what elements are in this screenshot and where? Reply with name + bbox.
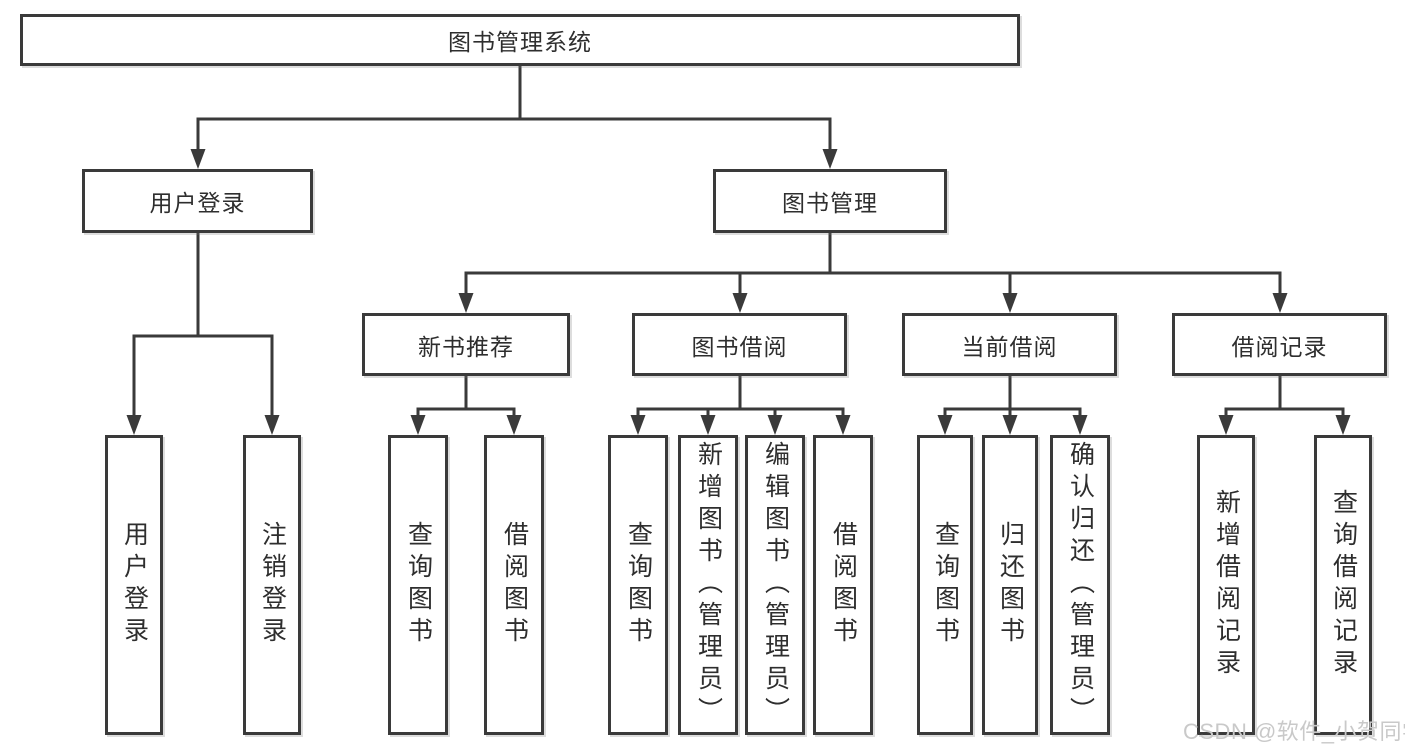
node-user-login: 用户登录 xyxy=(82,169,313,233)
node-book-management-label: 图书管理 xyxy=(782,190,878,216)
node-root-label: 图书管理系统 xyxy=(448,29,592,55)
leaf-logout-label: 注销登录 xyxy=(258,521,287,649)
leaf-query-book-current: 查询图书 xyxy=(917,435,973,735)
node-borrow-records: 借阅记录 xyxy=(1172,313,1387,376)
arrowhead-down-icon xyxy=(700,415,716,435)
leaf-confirm-return-admin: 确认归还（管理员） xyxy=(1050,435,1110,735)
node-user-login-label: 用户登录 xyxy=(149,190,246,216)
leaf-edit-book-admin: 编辑图书（管理员） xyxy=(745,435,805,735)
node-book-management: 图书管理 xyxy=(713,169,947,233)
leaf-user-login-label: 用户登录 xyxy=(120,521,149,649)
leaf-query-book-borrow-label: 查询图书 xyxy=(624,521,653,649)
leaf-logout: 注销登录 xyxy=(243,435,301,735)
leaf-add-book-admin-label: 新增图书（管理员） xyxy=(694,441,723,729)
arrowhead-down-icon xyxy=(1335,415,1351,435)
node-current-borrow: 当前借阅 xyxy=(902,313,1117,376)
node-book-borrow-label: 图书借阅 xyxy=(691,333,788,360)
arrowhead-down-icon xyxy=(732,293,748,313)
leaf-add-borrow-record: 新增借阅记录 xyxy=(1197,435,1255,735)
leaf-edit-book-admin-label: 编辑图书（管理员） xyxy=(761,441,790,729)
leaf-query-book-borrow: 查询图书 xyxy=(608,435,668,735)
leaf-query-book-recommend-label: 查询图书 xyxy=(404,521,433,649)
node-borrow-records-label: 借阅记录 xyxy=(1231,333,1328,360)
leaf-return-book-label: 归还图书 xyxy=(996,521,1025,649)
leaf-confirm-return-admin-label: 确认归还（管理员） xyxy=(1066,441,1095,729)
arrowhead-down-icon xyxy=(1218,415,1234,435)
leaf-borrow-book-recommend: 借阅图书 xyxy=(484,435,544,735)
arrowhead-down-icon xyxy=(458,293,474,313)
arrowhead-down-icon xyxy=(1272,293,1288,313)
arrowhead-down-icon xyxy=(835,415,851,435)
arrowhead-down-icon xyxy=(1002,415,1018,435)
arrowhead-down-icon xyxy=(937,415,953,435)
arrowhead-down-icon xyxy=(767,415,783,435)
arrowhead-down-icon xyxy=(822,149,838,169)
leaf-borrow-book-recommend-label: 借阅图书 xyxy=(500,521,529,649)
arrowhead-down-icon xyxy=(1072,415,1088,435)
leaf-query-book-recommend: 查询图书 xyxy=(388,435,448,735)
node-book-borrow: 图书借阅 xyxy=(632,313,847,376)
arrowhead-down-icon xyxy=(126,415,142,435)
leaf-query-book-current-label: 查询图书 xyxy=(931,521,960,649)
leaf-borrow-book-label: 借阅图书 xyxy=(829,521,858,649)
arrowhead-down-icon xyxy=(506,415,522,435)
node-root: 图书管理系统 xyxy=(20,14,1020,66)
leaf-query-borrow-record: 查询借阅记录 xyxy=(1314,435,1372,735)
node-new-book-recommend-label: 新书推荐 xyxy=(418,333,514,360)
arrowhead-down-icon xyxy=(190,149,206,169)
node-new-book-recommend: 新书推荐 xyxy=(362,313,570,376)
leaf-query-borrow-record-label: 查询借阅记录 xyxy=(1329,489,1358,681)
arrowhead-down-icon xyxy=(410,415,426,435)
leaf-user-login: 用户登录 xyxy=(105,435,163,735)
leaf-borrow-book: 借阅图书 xyxy=(813,435,873,735)
leaf-add-borrow-record-label: 新增借阅记录 xyxy=(1212,489,1241,681)
leaf-return-book: 归还图书 xyxy=(982,435,1038,735)
arrowhead-down-icon xyxy=(1002,293,1018,313)
arrowhead-down-icon xyxy=(630,415,646,435)
arrowhead-down-icon xyxy=(264,415,280,435)
node-current-borrow-label: 当前借阅 xyxy=(961,333,1058,360)
csdn-watermark: CSDN @软件_小贺同学 xyxy=(1183,719,1405,744)
leaf-add-book-admin: 新增图书（管理员） xyxy=(678,435,738,735)
